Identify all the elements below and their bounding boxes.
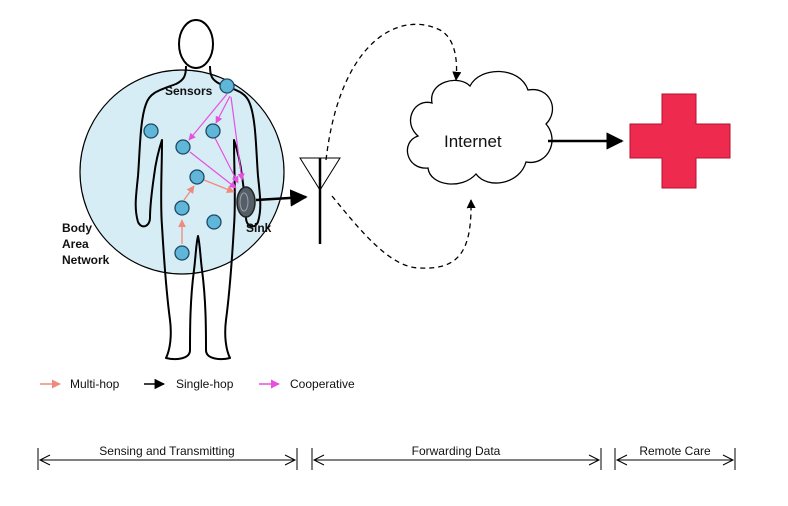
body-area-network-circle [79, 69, 285, 275]
legend-cooperative-label: Cooperative [290, 377, 355, 391]
legend: Multi-hop Single-hop Cooperative [40, 377, 355, 391]
cooperative-arrows [188, 93, 245, 189]
single-hop-arrow [255, 189, 308, 207]
stage-bars [37, 448, 736, 470]
sensor-node [205, 123, 221, 139]
downlink-dashed-arrow [331, 195, 476, 269]
sensor-nodes [143, 78, 235, 261]
sink-node-inner [239, 192, 249, 212]
stage-remote-care-label: Remote Care [639, 444, 711, 458]
ban-label-line2: Area [62, 237, 89, 251]
legend-multi-hop-label: Multi-hop [70, 377, 120, 391]
multi-hop-arrows [178, 179, 235, 244]
stage-sensing-label: Sensing and Transmitting [99, 444, 234, 458]
sensor-node [219, 78, 235, 94]
sink-label: Sink [246, 221, 272, 235]
sensor-node [174, 200, 190, 216]
sensor-node [174, 245, 190, 261]
ban-label-line1: Body [62, 221, 92, 235]
uplink-dashed-arrow [325, 23, 462, 161]
medical-cross-icon [629, 93, 731, 189]
sensor-node [143, 123, 159, 139]
ban-label-line3: Network [62, 253, 110, 267]
internet-label: Internet [444, 132, 502, 151]
human-body-outline [134, 19, 262, 360]
sensors-label: Sensors [165, 84, 213, 98]
antenna-icon [299, 157, 341, 244]
sensor-node [189, 169, 205, 185]
stage-forwarding-label: Forwarding Data [412, 444, 501, 458]
legend-single-hop-label: Single-hop [176, 377, 234, 391]
sensor-node [206, 214, 222, 230]
sensor-node [175, 139, 191, 155]
cloud-icon [406, 70, 554, 185]
